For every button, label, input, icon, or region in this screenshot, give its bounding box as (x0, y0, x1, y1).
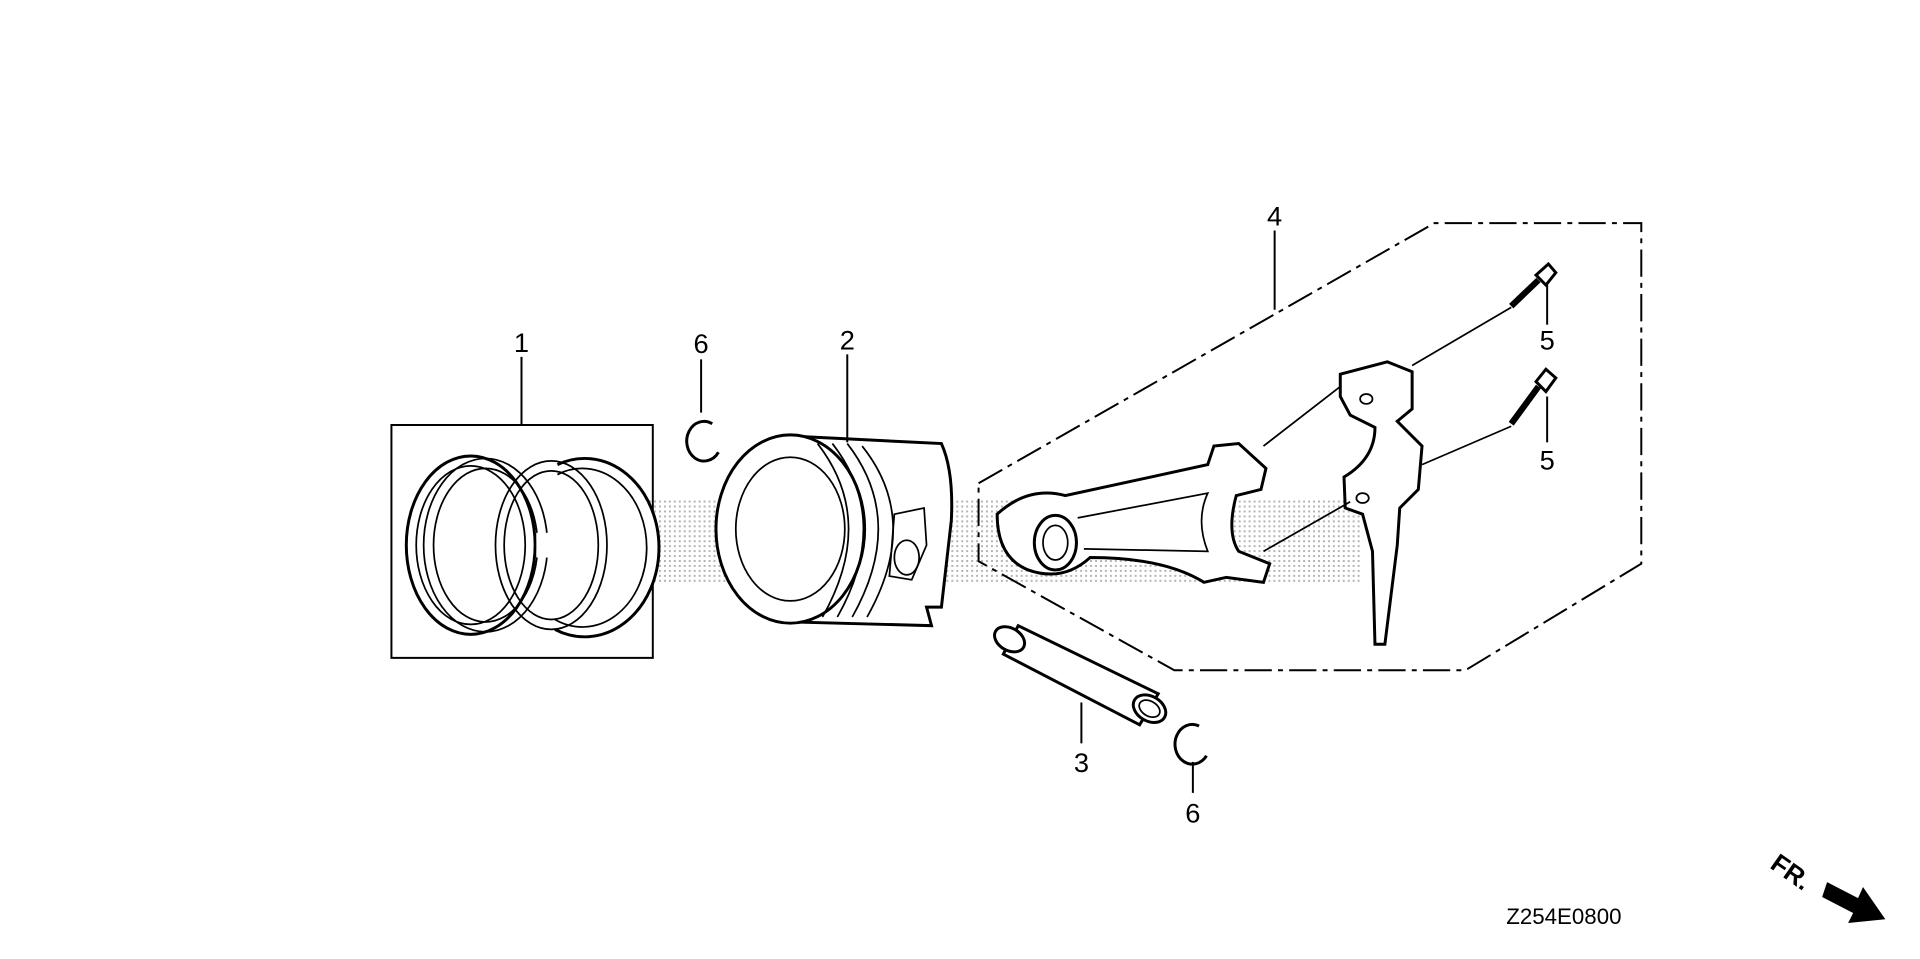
assembly-line-upper (1411, 306, 1512, 367)
bolt-upper-part[interactable] (1509, 261, 1558, 309)
diagram-code: Z254E0800 (1506, 904, 1621, 929)
front-direction-label: FR. (1765, 848, 1817, 897)
piston-pin-clip-upper[interactable] (685, 419, 720, 463)
piston-rings-part[interactable] (390, 424, 661, 659)
assembly-line-lower (1421, 425, 1512, 466)
connecting-rod-assembly-outline (977, 222, 1643, 672)
piston-pin-clip-lower[interactable] (1173, 722, 1208, 766)
callout-3: 3 (1074, 747, 1089, 778)
callout-2: 2 (840, 324, 855, 355)
assembly-line-rod-upper (1262, 385, 1341, 447)
front-direction-indicator: FR. (1765, 848, 1886, 923)
callout-6-upper: 6 (694, 328, 709, 359)
bolt-lower-part[interactable] (1508, 367, 1558, 426)
callout-6-lower: 6 (1185, 798, 1200, 829)
callout-5-upper: 5 (1540, 324, 1555, 355)
callout-1: 1 (514, 327, 529, 358)
connecting-rod-cap-part[interactable] (1338, 360, 1424, 646)
front-arrow-icon (1822, 882, 1886, 923)
callout-4: 4 (1267, 201, 1282, 232)
callout-5-lower: 5 (1540, 445, 1555, 476)
connecting-rod-part[interactable] (995, 442, 1272, 584)
assembly-line-rod-lower (1263, 501, 1351, 553)
piston-part[interactable] (714, 433, 954, 628)
piston-pin-part[interactable] (990, 622, 1171, 728)
